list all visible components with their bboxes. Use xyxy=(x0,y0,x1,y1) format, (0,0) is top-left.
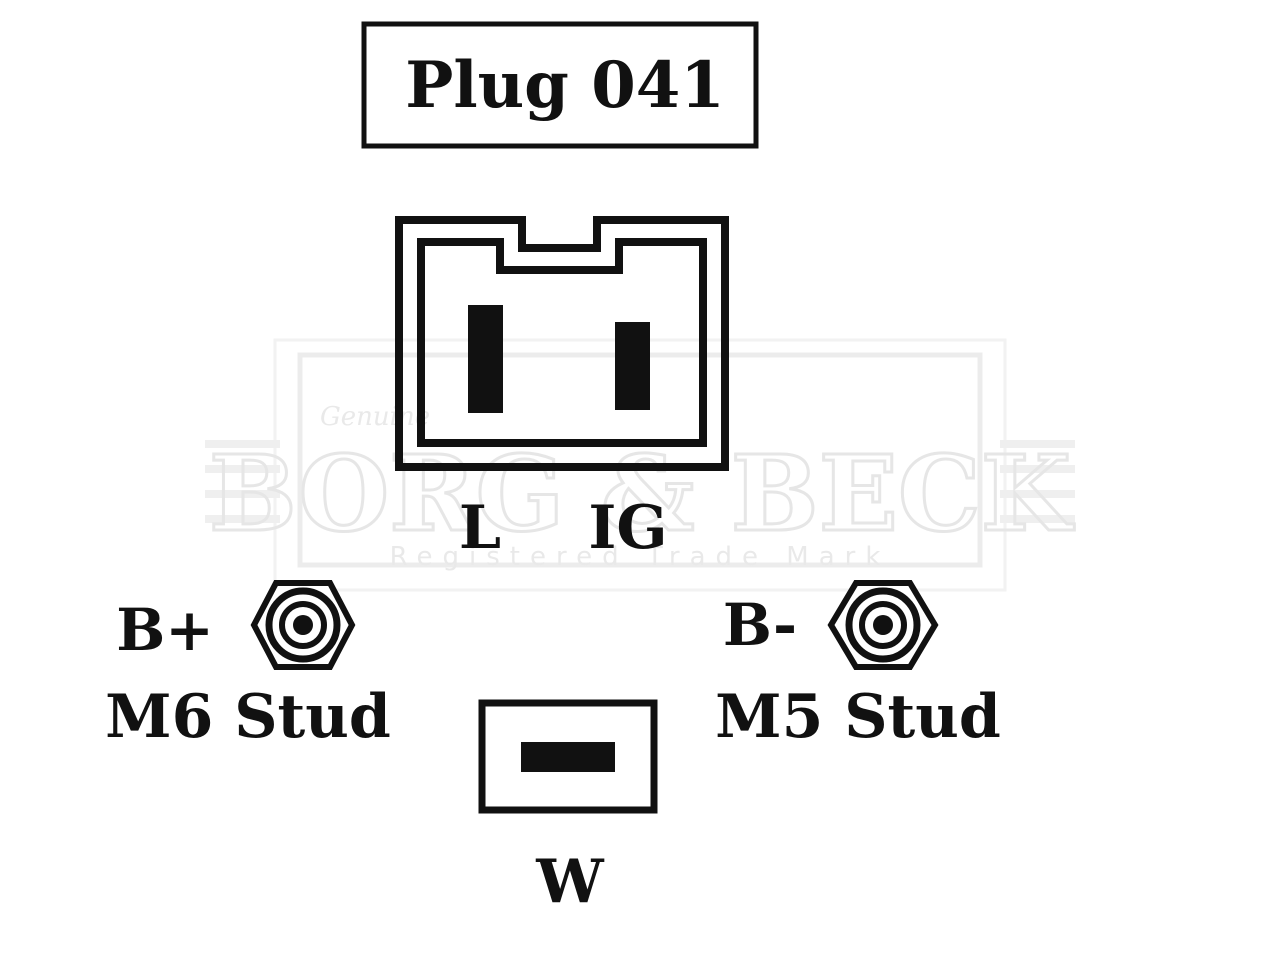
stud-positive-terminal: B+ xyxy=(116,596,214,664)
stud-positive-nut-icon xyxy=(250,580,356,670)
plug-connector: L IG xyxy=(395,216,729,563)
watermark-brand: BORG & BECK xyxy=(209,432,1075,555)
plug-outer-housing xyxy=(395,216,729,471)
watermark: Genuine BORG & BECK Registered Trade Mar… xyxy=(205,338,1076,592)
pin-ig xyxy=(615,322,650,410)
stud-positive-size: M6 Stud xyxy=(105,682,391,752)
pin-l xyxy=(468,305,503,413)
w-terminal: W xyxy=(478,699,658,917)
pin-ig-label: IG xyxy=(588,493,667,563)
stud-negative-terminal: B- xyxy=(723,591,797,659)
stud-negative-size: M5 Stud xyxy=(715,682,1001,752)
diagram-title: Plug 041 xyxy=(405,48,725,123)
watermark-left-bars xyxy=(205,440,280,523)
stud-negative: B- M5 Stud xyxy=(715,580,1001,752)
title-box: Plug 041 xyxy=(361,21,759,149)
w-terminal-label: W xyxy=(535,847,605,917)
w-terminal-blade xyxy=(521,742,615,772)
stud-negative-nut-icon xyxy=(827,580,939,670)
pin-l-label: L xyxy=(459,493,501,563)
stud-positive: B+ M6 Stud xyxy=(105,580,391,752)
plug-inner-housing xyxy=(417,238,707,447)
watermark-tagline: Registered Trade Mark xyxy=(390,542,891,572)
watermark-script: Genuine xyxy=(320,402,430,432)
watermark-right-bars xyxy=(1000,440,1075,523)
